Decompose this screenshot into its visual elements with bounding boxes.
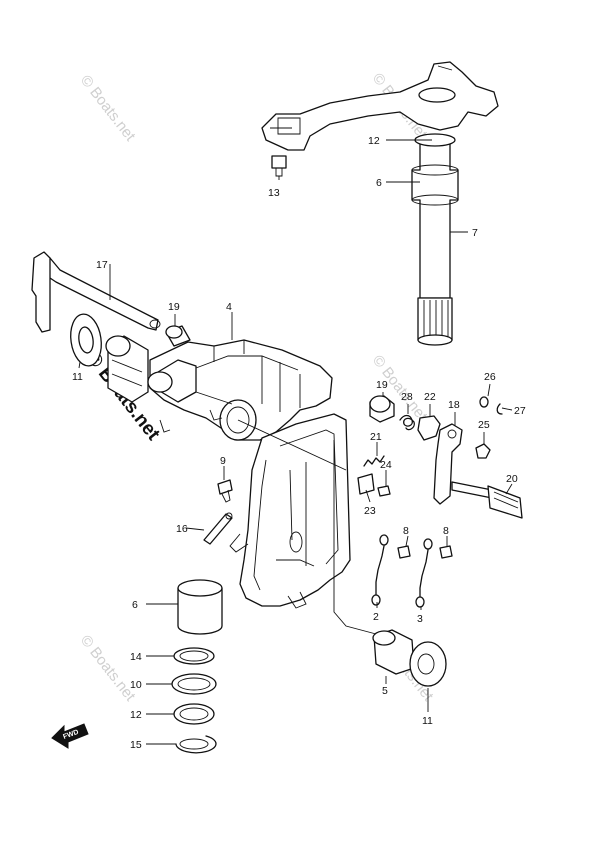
bolt-9: [217, 479, 233, 503]
watermark-bottom-left: © Boats.net: [77, 632, 139, 705]
callout-21: 21: [370, 431, 382, 443]
washer-11-left: [70, 313, 102, 367]
callout-24: 24: [380, 459, 392, 471]
callout-12: 12: [368, 135, 380, 147]
rod-20: [451, 481, 523, 519]
spring-28: [399, 414, 415, 431]
callout-3: 3: [417, 613, 423, 625]
callout-18: 18: [448, 399, 460, 411]
callout-19: 19: [168, 301, 180, 313]
callout-7: 7: [472, 227, 478, 239]
callout-16: 16: [176, 523, 188, 535]
callout-27: 27: [514, 405, 526, 417]
clip-23: [357, 473, 375, 495]
callout-13: 13: [268, 187, 280, 199]
ring-15: [175, 735, 217, 754]
callout-6-lower: 6: [132, 599, 138, 611]
callout-11-lower: 11: [422, 715, 433, 727]
callout-2: 2: [373, 611, 379, 623]
fwd-arrow-icon: FWD: [51, 723, 89, 749]
bushing-19-right: [369, 395, 395, 423]
leader-lines: [78, 139, 513, 745]
watermark-top-left: © Boats.net: [77, 72, 139, 145]
nut-25: [475, 443, 491, 459]
callout-22: 22: [424, 391, 436, 403]
washer-10: [171, 673, 217, 695]
pin-16: [203, 512, 233, 545]
bushing-5: [372, 629, 415, 675]
callout-11: 11: [72, 371, 83, 383]
callout-20: 20: [506, 473, 518, 485]
clamp-bracket: [229, 413, 351, 609]
bolt-8-left: [397, 545, 411, 559]
callout-26: 26: [484, 371, 496, 383]
callout-15: 15: [130, 739, 142, 751]
steering-shaft: [411, 133, 459, 346]
callout-8-left: 8: [403, 525, 409, 537]
spring-21: [363, 455, 385, 467]
washer-12-lower: [173, 703, 215, 725]
callout-9: 9: [220, 455, 226, 467]
bushing-left: [105, 335, 149, 403]
callout-5: 5: [382, 685, 388, 697]
callout-6: 6: [376, 177, 382, 189]
tilt-tube: [31, 251, 161, 333]
bolt-13: [271, 155, 287, 177]
lever-18: [433, 423, 463, 505]
callout-labels: 12 6 7 13 17 19 4 11 19 28 22 18 26 27 2…: [72, 135, 526, 751]
callout-4: 4: [226, 301, 232, 313]
callout-12-lower: 12: [130, 709, 142, 721]
callout-19-right: 19: [376, 379, 388, 391]
steering-arm: [261, 61, 499, 151]
washer-11-right: [409, 641, 447, 687]
plate-22: [417, 415, 441, 441]
callout-17: 17: [96, 259, 108, 271]
bushing-19-upper: [165, 325, 191, 347]
callout-25: 25: [478, 419, 490, 431]
washer-14: [173, 647, 215, 665]
callout-28: 28: [401, 391, 413, 403]
clip-27: [496, 403, 503, 415]
callout-14: 14: [130, 651, 142, 663]
axis-line: [237, 419, 347, 471]
lead-2: [371, 534, 389, 606]
callout-23: 23: [364, 505, 376, 517]
lead-3: [415, 538, 433, 608]
bushing-6-lower: [177, 579, 223, 635]
bolt-24: [377, 485, 391, 497]
callout-10: 10: [130, 679, 142, 691]
bolt-8-right: [439, 545, 453, 559]
washer-26: [479, 396, 489, 408]
callout-8-right: 8: [443, 525, 449, 537]
